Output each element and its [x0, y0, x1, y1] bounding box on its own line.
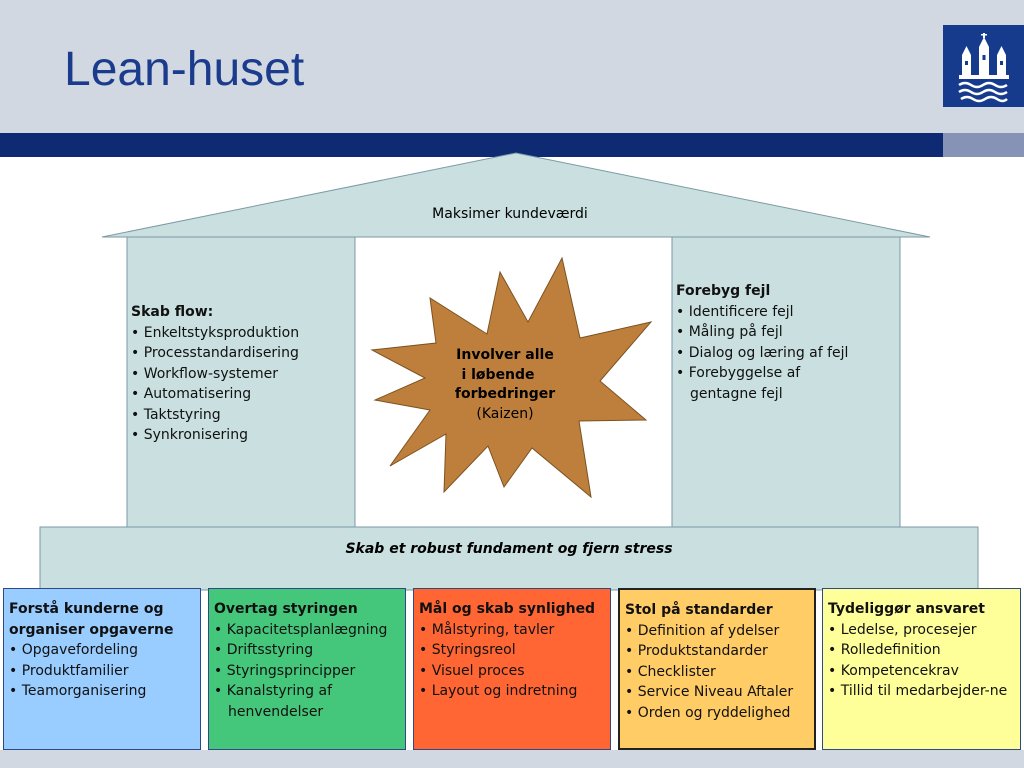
list-item: Produktfamilier — [9, 661, 196, 682]
list-item: Kanalstyring af henvendelser — [214, 681, 358, 722]
list-item: Visuel proces — [419, 661, 606, 682]
box-heading: Overtag styringen — [214, 601, 358, 617]
list-item: Styringsprincipper — [214, 661, 401, 682]
list-item: Måling på fejl — [676, 322, 898, 343]
list-item: Workflow-systemer — [131, 364, 353, 385]
right-pillar-heading: Forebyg fejl — [676, 283, 771, 299]
list-item: Målstyring, tavler — [419, 620, 606, 641]
list-item: Layout og indretning — [419, 681, 606, 702]
roof-label: Maksimer kundeværdi — [432, 206, 588, 222]
list-item: Forebyggelse af gentagne fejl — [676, 363, 840, 404]
header-band-accent — [943, 133, 1024, 157]
list-item: Kompetencekrav — [828, 661, 1016, 682]
foundation — [39, 526, 979, 591]
list-item: Definition af ydelser — [625, 621, 810, 642]
kaizen-text: Involver alle i løbende forbedringer (Ka… — [430, 346, 580, 424]
list-item: Taktstyring — [131, 405, 353, 426]
kaizen-line-3: forbedringer — [454, 386, 556, 402]
slide-header — [0, 0, 1024, 133]
box-heading: Tydeliggør ansvaret — [828, 601, 985, 617]
left-pillar-list: Enkeltstyksproduktion Processtandardiser… — [131, 323, 353, 446]
kaizen-line-4: (Kaizen) — [476, 405, 534, 422]
box-heading: Forstå kunderne og organiser opgaverne — [9, 601, 174, 638]
box-standards: Stol på standarder Definition af ydelser… — [618, 588, 816, 750]
list-item: Rolledefinition — [828, 640, 1016, 661]
list-item: Checklister — [625, 662, 810, 683]
box-responsibility: Tydeliggør ansvaret Ledelse, procesejer … — [822, 588, 1021, 750]
slide-footer — [0, 750, 1024, 768]
list-item: Enkeltstyksproduktion — [131, 323, 353, 344]
box-list: Målstyring, tavler Styringsreol Visuel p… — [419, 620, 606, 702]
box-list: Ledelse, procesejer Rolledefinition Komp… — [828, 620, 1016, 702]
list-item: Identificere fejl — [676, 302, 898, 323]
list-item: Dialog og læring af fejl — [676, 343, 898, 364]
slide-title: Lean-huset — [64, 43, 305, 96]
box-list: Opgavefordeling Produktfamilier Teamorga… — [9, 640, 196, 702]
left-pillar-text: Skab flow: Enkeltstyksproduktion Process… — [131, 302, 353, 446]
header-band — [0, 133, 943, 157]
left-pillar-heading: Skab flow: — [131, 304, 214, 320]
box-heading: Stol på standarder — [625, 602, 773, 618]
copenhagen-coat-of-arms-icon — [943, 25, 1024, 107]
right-pillar-list: Identificere fejl Måling på fejl Dialog … — [676, 302, 898, 405]
list-item: Opgavefordeling — [9, 640, 196, 661]
box-heading: Mål og skab synlighed — [419, 601, 596, 617]
list-item: Driftsstyring — [214, 640, 401, 661]
list-item: Synkronisering — [131, 425, 353, 446]
kaizen-line-2: i løbende — [461, 366, 535, 383]
list-item: Automatisering — [131, 384, 353, 405]
list-item: Processtandardisering — [131, 343, 353, 364]
box-customers: Forstå kunderne og organiser opgaverne O… — [3, 588, 201, 750]
kaizen-line-1: Involver alle — [456, 347, 554, 363]
list-item: Kapacitetsplanlægning — [214, 620, 401, 641]
house-roof — [101, 152, 931, 238]
box-visibility: Mål og skab synlighed Målstyring, tavler… — [413, 588, 611, 750]
list-item: Service Niveau Aftaler — [625, 682, 810, 703]
list-item: Produktstandarder — [625, 641, 810, 662]
box-list: Definition af ydelser Produktstandarder … — [625, 621, 810, 724]
box-control: Overtag styringen Kapacitetsplanlægning … — [208, 588, 406, 750]
list-item: Teamorganisering — [9, 681, 196, 702]
box-list: Kapacitetsplanlægning Driftsstyring Styr… — [214, 620, 401, 723]
foundation-label: Skab et robust fundament og fjern stress — [345, 541, 673, 557]
list-item: Orden og ryddelighed — [625, 703, 810, 724]
list-item: Tillid til medarbejder-ne — [828, 681, 1017, 702]
right-pillar-text: Forebyg fejl Identificere fejl Måling på… — [676, 281, 898, 404]
list-item: Styringsreol — [419, 640, 606, 661]
kaizen-starburst — [370, 256, 653, 499]
list-item: Ledelse, procesejer — [828, 620, 1016, 641]
